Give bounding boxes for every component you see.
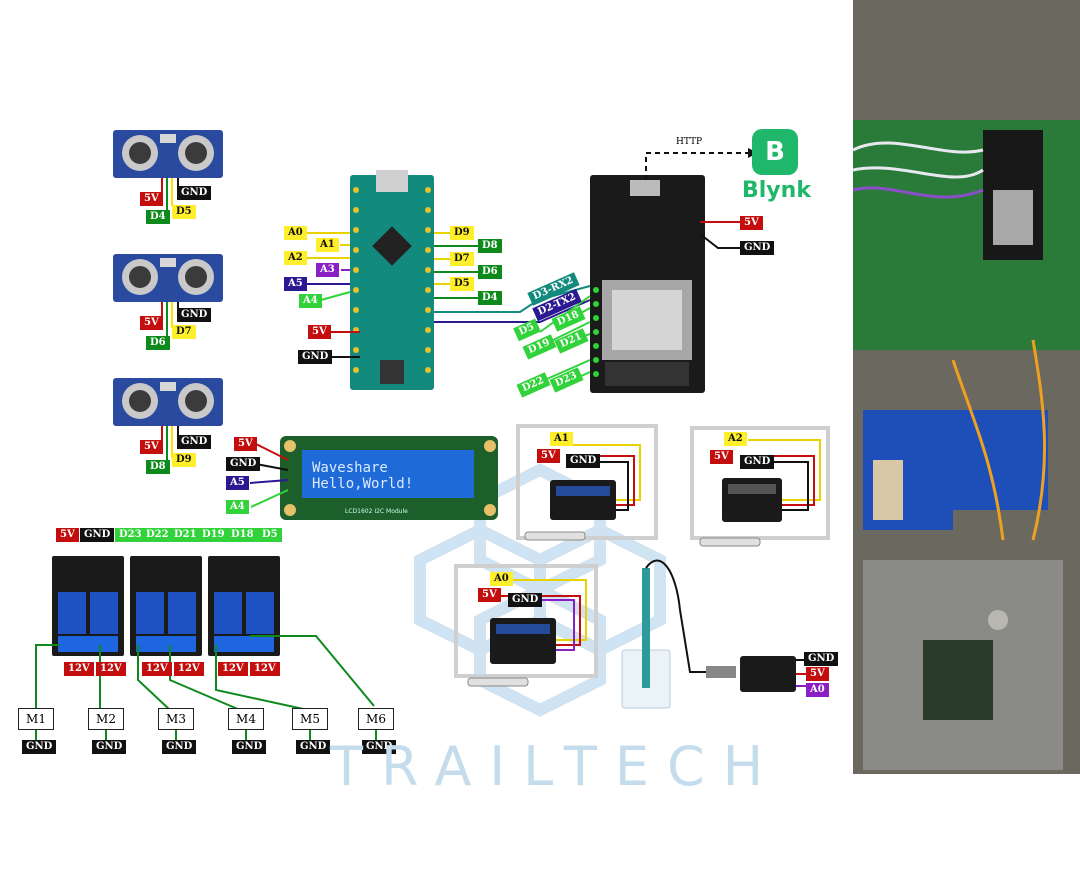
- relay-d18-label: D18: [227, 528, 258, 542]
- http-label: HTTP: [676, 137, 703, 147]
- sensor2-pin-label: A2: [724, 432, 747, 446]
- relay-5v-label: 5V: [56, 528, 79, 542]
- esp32-5v-label: 5V: [740, 216, 763, 230]
- sensor2-5v-label: 5V: [710, 450, 733, 464]
- hardware-photo: [853, 0, 1080, 774]
- nano-pin-a4: A4: [299, 294, 322, 308]
- ph-sensor-board: [740, 656, 796, 692]
- sensor3-gnd-label: GND: [508, 593, 543, 607]
- nano-pin-d8: D8: [478, 239, 502, 253]
- ph-probe-beaker: [621, 559, 736, 709]
- nano-pin-d6: D6: [478, 265, 502, 279]
- relay-d21-label: D21: [170, 528, 201, 542]
- motor-m4-gnd: GND: [232, 740, 267, 754]
- nano-5v-label: 5V: [308, 325, 331, 339]
- esp32-gnd-label: GND: [740, 241, 775, 255]
- lcd-a5-label: A5: [226, 476, 249, 490]
- motor-m6-gnd: GND: [362, 740, 397, 754]
- nano-pin-a1: A1: [316, 238, 339, 252]
- relay-module-2: [130, 556, 202, 656]
- lcd-gnd-label: GND: [226, 457, 261, 471]
- ph-gnd-label: GND: [804, 652, 839, 666]
- sensor1-gnd-label: GND: [566, 454, 601, 468]
- nano-pin-d4: D4: [478, 291, 502, 305]
- relay-d22-label: D22: [142, 528, 173, 542]
- nano-gnd-label: GND: [298, 350, 333, 364]
- relay-d5-label: D5: [258, 528, 282, 542]
- us3-trig-label: D8: [146, 460, 170, 474]
- lcd-a4-label: A4: [226, 500, 249, 514]
- us3-gnd-label: GND: [177, 435, 212, 449]
- us1-echo-label: D5: [172, 205, 196, 219]
- esp32-board: [590, 175, 705, 393]
- relay-12v-1: 12V: [64, 662, 94, 676]
- lcd-display-module: [280, 436, 498, 520]
- motor-m1: M1: [18, 708, 54, 730]
- relay-d23-label: D23: [115, 528, 146, 542]
- us3-5v-label: 5V: [140, 440, 163, 454]
- sensor3-pin-label: A0: [490, 572, 513, 586]
- nano-pin-a5: A5: [284, 277, 307, 291]
- sensor1-pin-label: A1: [550, 432, 573, 446]
- blynk-icon-letter: B: [765, 137, 785, 167]
- motor-m2: M2: [88, 708, 124, 730]
- motor-m3-gnd: GND: [162, 740, 197, 754]
- hardware-photo-drawing: [853, 0, 1080, 774]
- us1-trig-label: D4: [146, 210, 170, 224]
- sensor2-gnd-label: GND: [740, 455, 775, 469]
- lcd-line-1: Waveshare: [312, 460, 388, 476]
- nano-pin-d5: D5: [450, 277, 474, 291]
- nano-pin-d7: D7: [450, 252, 474, 266]
- trailtech-watermark: TRAILTECH: [330, 735, 782, 798]
- us1-gnd-label: GND: [177, 186, 212, 200]
- nano-pin-a3: A3: [316, 263, 339, 277]
- blynk-logo-icon: [752, 129, 798, 175]
- blynk-brand: Blynk: [742, 178, 811, 203]
- relay-12v-6: 12V: [250, 662, 280, 676]
- lcd-line-2: Hello,World!: [312, 476, 414, 492]
- analog-sensor-board-1: [550, 480, 616, 520]
- relay-module-3: [208, 556, 280, 656]
- nano-pin-a0: A0: [284, 226, 307, 240]
- us2-echo-label: D7: [172, 325, 196, 339]
- motor-m6: M6: [358, 708, 394, 730]
- ultrasonic-sensor-2: [113, 254, 223, 302]
- relay-12v-3: 12V: [142, 662, 172, 676]
- relay-gnd-label: GND: [80, 528, 115, 542]
- us3-echo-label: D9: [172, 453, 196, 467]
- motor-m4: M4: [228, 708, 264, 730]
- relay-12v-2: 12V: [96, 662, 126, 676]
- motor-m5: M5: [292, 708, 328, 730]
- lcd-5v-label: 5V: [234, 437, 257, 451]
- us2-trig-label: D6: [146, 336, 170, 350]
- us1-5v-label: 5V: [140, 192, 163, 206]
- analog-sensor-board-3: [490, 618, 556, 664]
- arduino-nano-board: [350, 170, 434, 390]
- relay-12v-5: 12V: [218, 662, 248, 676]
- ph-a0-label: A0: [806, 683, 829, 697]
- motor-m2-gnd: GND: [92, 740, 127, 754]
- nano-pin-d9: D9: [450, 226, 474, 240]
- sensor1-5v-label: 5V: [537, 449, 560, 463]
- relay-module-1: [52, 556, 124, 656]
- lcd-module-caption: LCD1602 I2C Module: [345, 508, 408, 515]
- sensor3-5v-label: 5V: [478, 588, 501, 602]
- ultrasonic-sensor-3: [113, 378, 223, 426]
- analog-sensor-board-2: [722, 478, 782, 522]
- us2-5v-label: 5V: [140, 316, 163, 330]
- nano-pin-a2: A2: [284, 251, 307, 265]
- ph-5v-label: 5V: [806, 667, 829, 681]
- motor-m1-gnd: GND: [22, 740, 57, 754]
- ultrasonic-sensor-1: [113, 130, 223, 178]
- motor-m5-gnd: GND: [296, 740, 331, 754]
- us2-gnd-label: GND: [177, 308, 212, 322]
- motor-m3: M3: [158, 708, 194, 730]
- relay-12v-4: 12V: [174, 662, 204, 676]
- relay-d19-label: D19: [198, 528, 229, 542]
